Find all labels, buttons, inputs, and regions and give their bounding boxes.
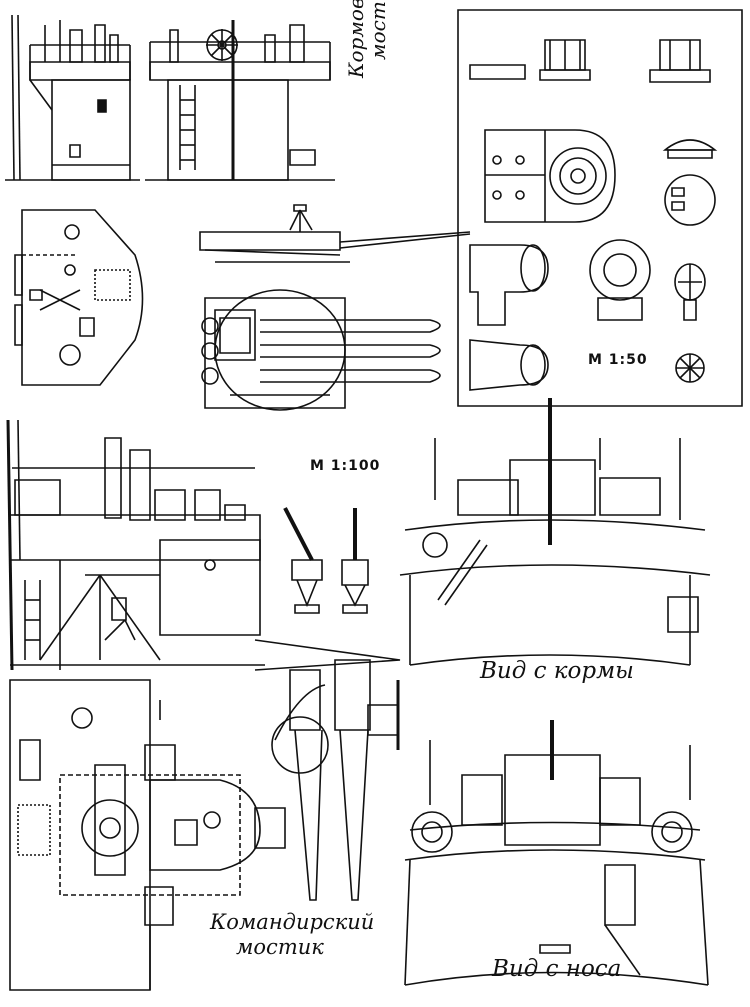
gun-mount-side-view <box>200 205 470 262</box>
bollard-side-view <box>650 40 710 82</box>
bow-view <box>405 720 708 985</box>
vent-cowl-lower-view <box>470 340 548 390</box>
capstan-plan-view <box>485 130 615 222</box>
commander-bridge-title-line1: Командирский <box>210 910 375 934</box>
capstan-side-view <box>470 40 590 80</box>
stern-bridge-plan <box>15 210 143 385</box>
stern-bridge-side-view <box>5 15 140 180</box>
small-gun-detail <box>285 508 368 613</box>
inset-scale-label: М 1:50 <box>588 352 648 368</box>
stern-bridge-title: Кормовой мостик <box>344 0 390 78</box>
stern-bridge-front-view <box>145 20 335 180</box>
main-scale-label: М 1:100 <box>310 458 381 474</box>
deck-gun-long-view <box>272 660 398 900</box>
vent-cowl-front-view <box>590 240 650 320</box>
commander-bridge-title-line2: мостик <box>236 935 324 959</box>
commander-bridge-title: Командирский мостик <box>210 912 374 958</box>
view-from-stern-label: Вид с кормы <box>480 658 634 684</box>
stern-view <box>400 398 710 665</box>
view-from-bow-label: Вид с носа <box>492 956 622 982</box>
gun-mount-plan-view <box>202 290 440 410</box>
hatch-plan-view <box>665 175 715 225</box>
vent-cowl-side-view <box>470 245 548 325</box>
stern-bridge-title-line2: мостик <box>366 0 390 60</box>
commander-bridge-side-view <box>8 420 400 670</box>
stern-bridge-title-line1: Кормовой <box>344 0 368 78</box>
vent-cap-view <box>665 140 715 158</box>
vent-grille-plan <box>676 354 704 382</box>
commander-bridge-plan <box>10 680 285 990</box>
vent-head-view <box>675 264 705 320</box>
fittings-inset-frame <box>458 10 742 406</box>
